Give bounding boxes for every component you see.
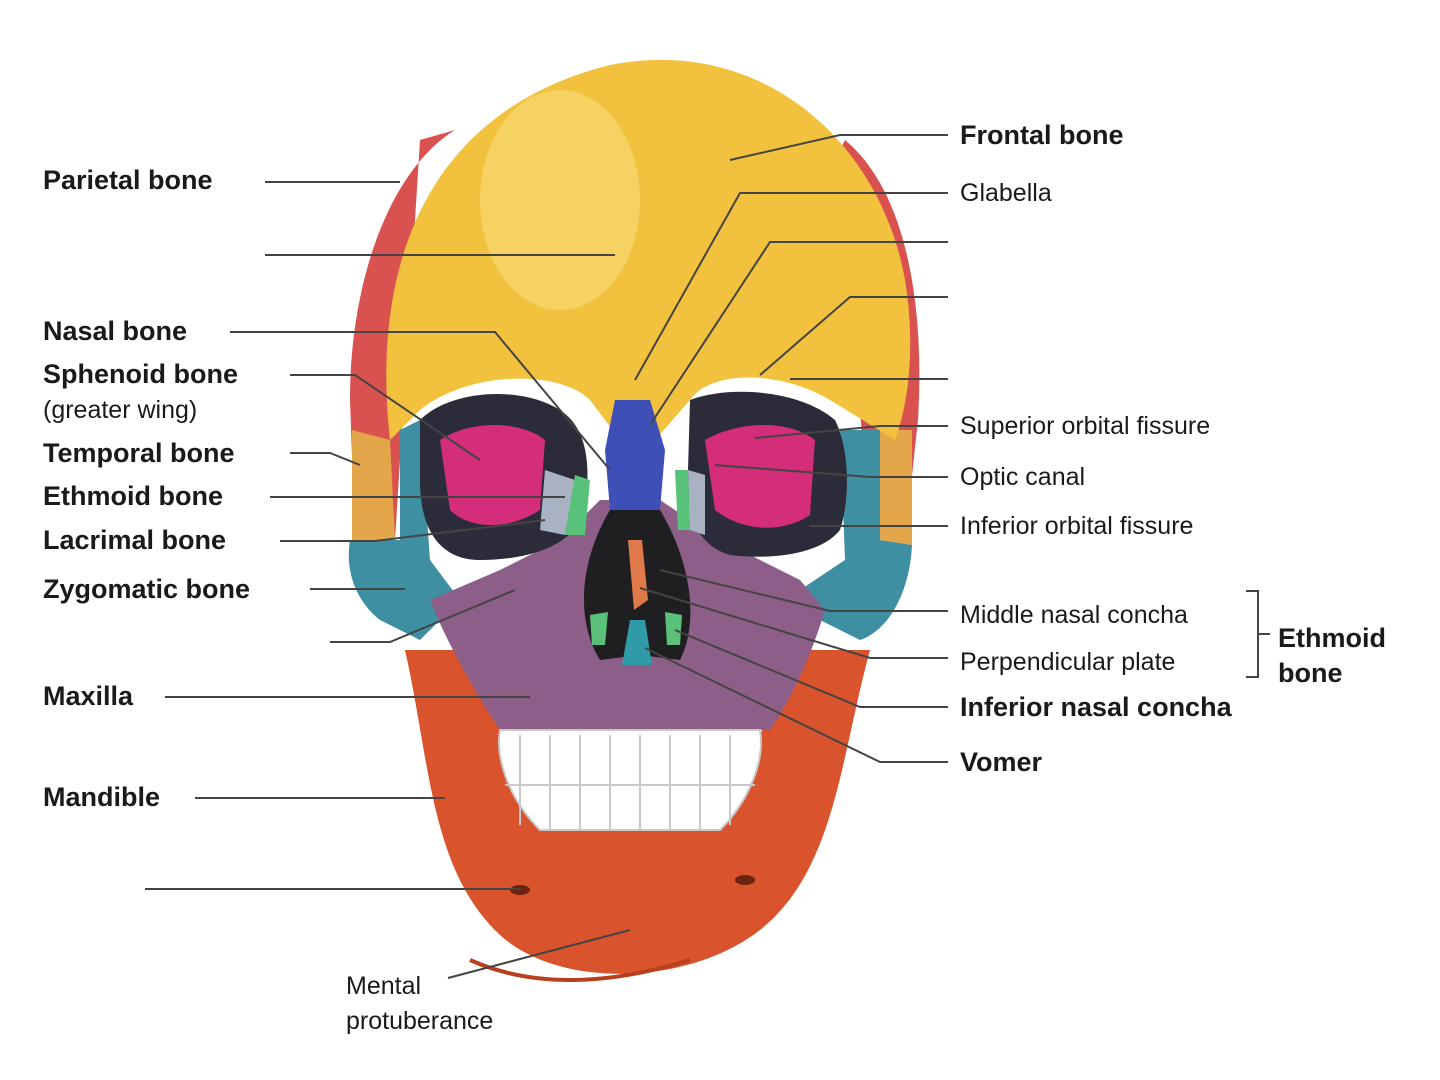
label-sphenoid-bone: Sphenoid bone (43, 359, 238, 389)
label-superior-orbital-fissure: Superior orbital fissure (960, 412, 1211, 440)
label-vomer: Vomer (960, 747, 1043, 777)
label-maxilla: Maxilla (43, 681, 134, 711)
label-zygomatic-bone: Zygomatic bone (43, 574, 251, 604)
label-optic-canal: Optic canal (960, 463, 1086, 491)
label-parietal-bone: Parietal bone (43, 165, 213, 195)
label-inferior-orbital-fissure: Inferior orbital fissure (960, 512, 1194, 540)
label-glabella: Glabella (960, 179, 1052, 207)
label-mandible: Mandible (43, 782, 161, 812)
label-frontal-bone: Frontal bone (960, 120, 1124, 150)
label-ethmoid-bone: Ethmoid bone (43, 481, 223, 511)
label-inferior-nasal-concha: Inferior nasal concha (960, 692, 1232, 722)
label-sphenoid-subtitle: (greater wing) (43, 396, 198, 424)
temporal-right-shape (880, 430, 912, 545)
label-perpendicular-plate: Perpendicular plate (960, 648, 1176, 676)
label-temporal-bone: Temporal bone (43, 438, 235, 468)
label-lacrimal-bone: Lacrimal bone (43, 525, 227, 555)
label-nasal-bone: Nasal bone (43, 316, 188, 346)
label-mental-2: protuberance (346, 1007, 494, 1035)
teeth (498, 729, 762, 831)
label-mental-1: Mental (346, 972, 422, 1000)
zygomatic-left-shape (348, 420, 460, 640)
zygomatic-right-shape (800, 430, 912, 640)
label-middle-nasal-concha: Middle nasal concha (960, 601, 1188, 629)
nasal-shape (605, 400, 665, 510)
temporal-shape (352, 430, 395, 545)
frontal-shape (386, 59, 911, 441)
label-ethmoid-group-1: Ethmoid (1278, 623, 1386, 653)
leader-lines (145, 134, 1270, 979)
label-ethmoid-group-2: bone (1278, 658, 1343, 688)
vomer-shape (622, 620, 652, 665)
